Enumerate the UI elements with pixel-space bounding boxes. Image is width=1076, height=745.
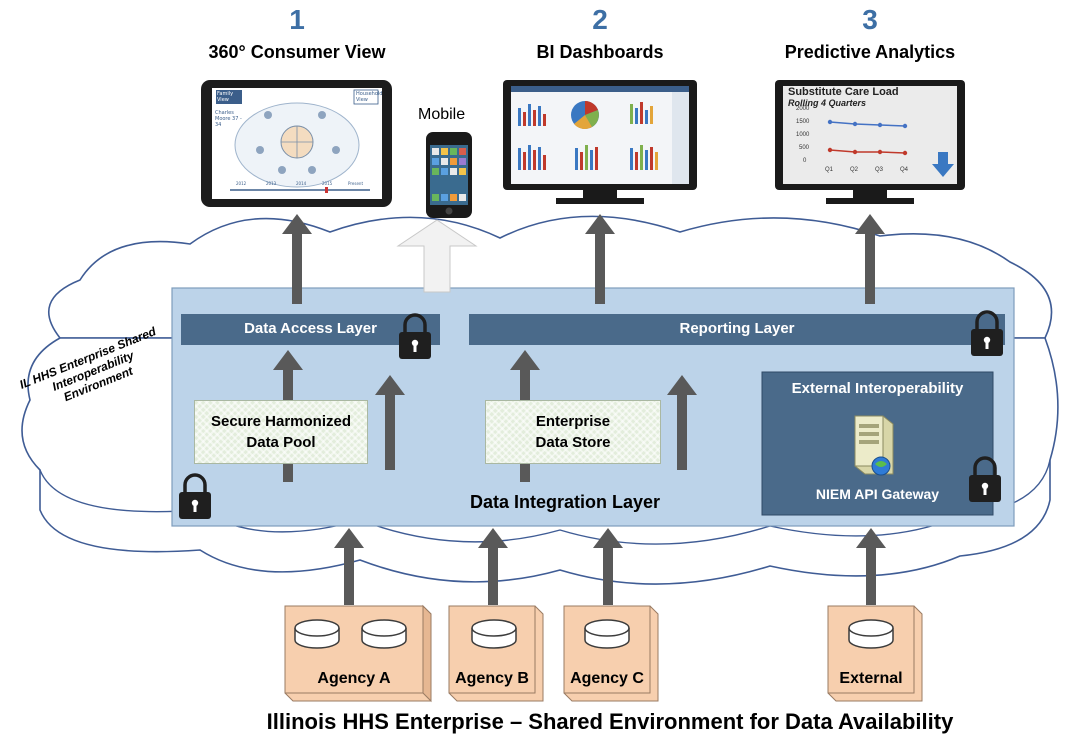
mobile-arrow	[396, 219, 478, 293]
data-integration-layer-label: Data Integration Layer	[469, 492, 661, 512]
predictive-y-tick: 0	[803, 158, 807, 164]
pillar-title-2: BI Dashboards	[536, 42, 664, 62]
agency-c-label: Agency C	[570, 670, 644, 687]
external-source-label: External	[839, 670, 903, 687]
lock-icon	[399, 313, 431, 359]
predictive-x-tick: Q2	[850, 167, 859, 173]
agency-b-label: Agency B	[455, 670, 529, 687]
timeline-year: Present	[348, 181, 364, 186]
predictive-y-tick: 1500	[796, 119, 810, 125]
timeline-year: 2012	[236, 181, 247, 186]
reporting-layer-label: Reporting Layer	[679, 320, 795, 337]
timeline-year: 2014	[296, 181, 307, 186]
tablet-device	[201, 80, 392, 207]
database-icon	[471, 619, 517, 649]
pillar-number-2: 2	[592, 4, 608, 35]
enterprise-line2: Data Store	[535, 434, 611, 451]
predictive-y-tick: 2000	[796, 106, 810, 112]
predictive-chart-subtitle: Rolling 4 Quarters	[788, 98, 867, 108]
harmonized-line2: Data Pool	[246, 434, 316, 451]
enterprise-line1: Enterprise	[535, 413, 611, 430]
mobile-label: Mobile	[418, 106, 466, 123]
server-icon	[854, 415, 894, 476]
reporting-layer-bar	[469, 314, 1005, 345]
predictive-y-tick: 500	[799, 145, 810, 151]
database-icon	[361, 619, 407, 649]
monitor-predictive	[775, 80, 965, 204]
household-view-label: Household View	[356, 91, 383, 103]
timeline-year: 2015	[322, 181, 333, 186]
pillar-number-3: 3	[862, 4, 878, 35]
database-icon	[848, 619, 894, 649]
harmonized-line1: Secure Harmonized	[210, 413, 352, 430]
database-icons	[294, 619, 894, 649]
pillar-title-3: Predictive Analytics	[784, 42, 956, 62]
lock-icon	[971, 310, 1003, 356]
lock-icon	[179, 473, 211, 519]
niem-api-gateway-label: NIEM API Gateway	[815, 486, 940, 502]
predictive-x-tick: Q3	[875, 167, 884, 173]
agency-a-label: Agency A	[317, 670, 391, 687]
diagram-footer-title: Illinois HHS Enterprise – Shared Environ…	[266, 709, 954, 734]
predictive-y-tick: 1000	[796, 132, 810, 138]
predictive-x-tick: Q1	[825, 167, 834, 173]
phone-device	[426, 132, 472, 218]
lock-icon	[969, 456, 1001, 502]
monitor-dashboard	[503, 80, 697, 204]
pillar-number-1: 1	[289, 4, 305, 35]
pillar-title-1: 360° Consumer View	[208, 42, 386, 62]
timeline-year: 2013	[266, 181, 277, 186]
data-access-layer-bar	[181, 314, 440, 345]
family-view-label: Family View	[217, 91, 234, 103]
predictive-x-tick: Q4	[900, 167, 909, 173]
external-interop-title: External Interoperability	[791, 380, 964, 397]
person-label: Charles Moore 37 - 34	[215, 110, 242, 128]
data-access-layer-label: Data Access Layer	[244, 320, 377, 337]
predictive-chart-title: Substitute Care Load	[788, 86, 899, 98]
database-icon	[584, 619, 630, 649]
database-icon	[294, 619, 340, 649]
